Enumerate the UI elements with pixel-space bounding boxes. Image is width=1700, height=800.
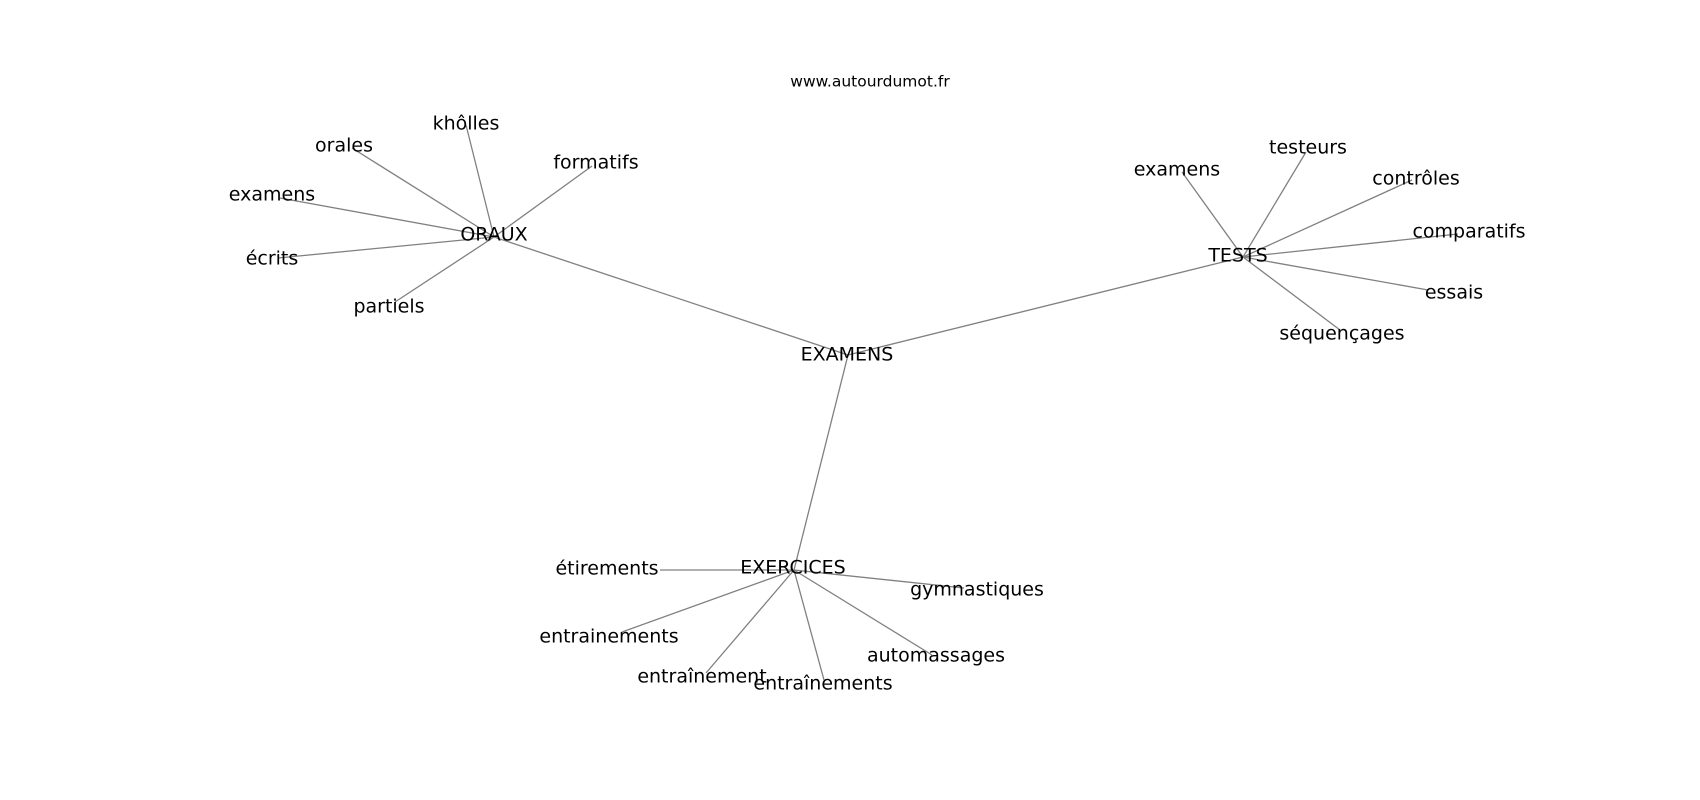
node-word-oraux-orales: orales [315,135,373,157]
edge-oraux-to-examens [279,197,495,238]
node-word-tests-essais: essais [1425,282,1483,304]
edge-exercices-to-automassages [793,569,933,656]
node-hub-tests: TESTS [1207,245,1267,267]
edge-exercices-to-entrainement [705,569,795,674]
edge-oraux-to-formatifs [493,165,593,238]
node-word-exercices-gymnastiques: gymnastiques [910,579,1044,601]
node-word-exercices-automassages: automassages [867,645,1005,667]
edge-tests-to-testeurs [1242,151,1307,258]
node-word-exercices-entrainement: entraînement [637,666,766,688]
node-word-tests-sequencages: séquençages [1279,323,1404,345]
edge-root-to-exercices [793,354,849,571]
edge-oraux-to-kholles [465,124,495,238]
node-word-oraux-partiels: partiels [353,296,424,318]
node-word-oraux-formatifs: formatifs [553,152,638,174]
edges [277,124,1459,681]
edge-tests-to-examens [1181,171,1244,258]
edge-oraux-to-ecrits [277,236,495,259]
edge-tests-to-essais [1242,256,1429,291]
node-word-exercices-etirements: étirements [555,558,658,580]
node-word-tests-controles: contrôles [1372,168,1459,190]
edge-oraux-to-orales [351,147,495,238]
edge-tests-to-comparatifs [1242,233,1459,258]
labels: EXAMENS ORAUX khôlles orales formatifs examen… [229,113,1526,695]
edge-root-to-tests [847,256,1244,356]
edge-exercices-to-entrainements [793,569,825,681]
node-hub-exercices: EXERCICES [740,557,845,579]
edge-exercices-to-gymnastiques [793,569,965,589]
source-label: www.autourdumot.fr [790,73,950,91]
node-word-tests-comparatifs: comparatifs [1412,221,1525,243]
node-word-oraux-ecrits: écrits [246,248,299,270]
node-root-examens: EXAMENS [801,344,894,366]
node-word-exercices-entrainements: entrainements [539,626,678,648]
edge-tests-to-controles [1242,179,1413,258]
node-hub-oraux: ORAUX [460,224,527,246]
node-word-tests-examens: examens [1134,159,1220,181]
node-word-exercices-entrainements: entraînements [753,673,892,695]
node-word-oraux-examens: examens [229,184,315,206]
node-word-tests-testeurs: testeurs [1269,137,1347,159]
node-word-oraux-kholles: khôlles [433,113,500,135]
edge-root-to-oraux [493,236,849,356]
edge-tests-to-sequencages [1242,256,1341,331]
edge-oraux-to-partiels [394,236,495,303]
edge-exercices-to-entrainements [621,569,795,633]
